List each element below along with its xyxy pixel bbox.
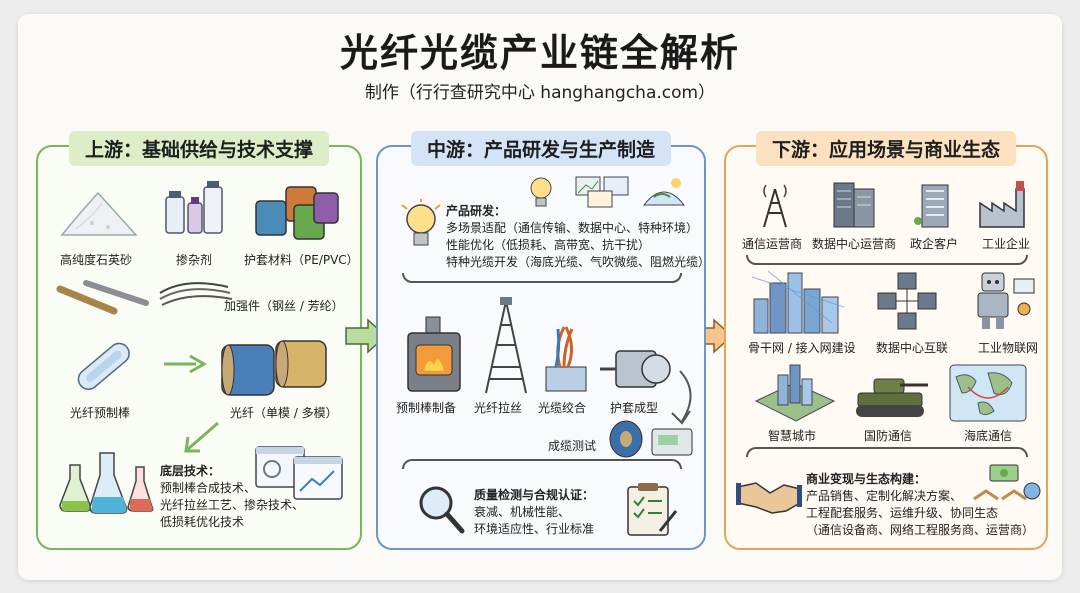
customers-bracket (746, 255, 1028, 265)
business-head: 商业变现与生态构建： (806, 472, 927, 486)
smart-city-icon (754, 364, 836, 422)
fiber-label: 光纤（单模 / 多模） (230, 406, 338, 420)
clipboard-check-icon (627, 483, 678, 536)
upstream-panel: 上游：基础供给与技术支撑 高纯度石英砂 掺杂剂 护套材料（PE/PVC） 加强件… (36, 131, 362, 550)
business-block: 商业变现与生态构建： 产品销售、定制化解决方案、 工程配套服务、运维升级、协同生… (806, 471, 1034, 539)
rd-line: 多场景适配（通信传输、数据中心、特种环境） (446, 221, 699, 235)
upstream-header: 上游：基础供给与技术支撑 (68, 131, 330, 166)
preform-rod-icon (77, 342, 130, 390)
page-title: 光纤光缆产业链全解析 (339, 31, 740, 75)
midstream-panel: 中游：产品研发与生产制造 产品研发： 多场景适配（通信传输、数据中心、特种环境）… (376, 131, 710, 550)
upstream-tech-line: 低损耗优化技术 (160, 515, 245, 529)
business-bracket (746, 447, 1028, 457)
customer-label: 政企客户 (910, 237, 959, 251)
quartz-sand-label: 高纯度石英砂 (60, 253, 133, 267)
upstream-tech-block: 底层技术： 预制棒合成技术、 光纤拉丝工艺、掺杂技术、 低损耗优化技术 (160, 463, 304, 531)
scenario-label: 工业物联网 (978, 341, 1039, 355)
customer-label: 通信运营商 (742, 237, 803, 251)
tank-icon (856, 378, 928, 417)
testing-equipment-icon (609, 420, 693, 458)
design-screens-icon (575, 176, 629, 208)
scenario-label: 数据中心互联 (876, 341, 949, 355)
qa-line: 衰减、机械性能、 (474, 505, 571, 519)
robot-iot-icon (977, 272, 1035, 329)
strength-label: 加强件（钢丝 / 芳纶） (224, 299, 344, 313)
dopant-bottles-icon (165, 181, 223, 234)
qa-head: 质量检测与合规认证： (474, 488, 595, 502)
sheath-label: 护套材料（PE/PVC） (244, 253, 359, 267)
tech-screens-icon (255, 446, 343, 500)
preform-label: 光纤预制棒 (70, 406, 131, 420)
customer-label: 数据中心运营商 (812, 237, 897, 251)
factory-icon (979, 181, 1025, 228)
rd-head: 产品研发： (446, 204, 507, 218)
idea-icon (530, 177, 552, 207)
scenario-label: 海底通信 (964, 429, 1013, 443)
globe-weather-icon (642, 178, 686, 206)
furnace-icon (407, 316, 461, 392)
lab-flasks-icon (59, 452, 154, 514)
money-network-icon (973, 464, 1041, 501)
rd-line: 性能优化（低损耗、高带宽、抗干扰） (446, 238, 651, 252)
office-building-icon (914, 184, 949, 228)
handshake-icon (736, 482, 802, 514)
testing-label: 成缆测试 (548, 439, 597, 453)
rd-block: 产品研发： 多场景适配（通信传输、数据中心、特种环境） 性能优化（低损耗、高带宽… (446, 203, 710, 271)
business-line: 工程配套服务、运维升级、协同生态 (806, 506, 999, 520)
rd-bracket (402, 273, 682, 283)
drawing-tower-icon (485, 297, 527, 394)
server-rack-icon (833, 182, 875, 228)
drawing-label: 光纤拉丝 (474, 401, 523, 415)
rd-line: 特种光缆开发（海底光缆、气吹微缆、阻燃光缆） (446, 255, 711, 269)
business-line: 产品销售、定制化解决方案、 (806, 489, 963, 503)
strength-member-icon (56, 280, 233, 315)
scenario-label: 国防通信 (864, 429, 913, 443)
qa-bracket (402, 459, 682, 469)
sheathing-machine-icon (600, 350, 671, 388)
page-subtitle: 制作（行行查研究中心 hanghangcha.com） (364, 83, 716, 103)
cell-tower-icon (763, 184, 787, 228)
city-network-icon (751, 270, 845, 334)
qa-block: 质量检测与合规认证： 衰减、机械性能、 环境适应性、行业标准 (474, 487, 594, 538)
upstream-tech-head: 底层技术： (160, 464, 221, 478)
midstream-header: 中游：产品研发与生产制造 (410, 131, 672, 166)
dopant-label: 掺杂剂 (176, 253, 213, 267)
scenario-label: 智慧城市 (768, 429, 817, 443)
downstream-panel: 下游：应用场景与商业生态 通信运营商 数据中心运营商 政企客户 工业企业 骨干网… (724, 131, 1048, 550)
qa-line: 环境适应性、行业标准 (474, 522, 595, 536)
customer-label: 工业企业 (982, 237, 1031, 251)
sheathing-label: 护套成型 (610, 401, 659, 415)
dc-interconnect-icon (877, 272, 937, 330)
fiber-spools-icon (221, 340, 327, 396)
arrow-right-icon (164, 354, 208, 374)
upstream-tech-line: 光纤拉丝工艺、掺杂技术、 (160, 498, 305, 512)
curved-arrow-icon (671, 370, 692, 425)
preform-prep-label: 预制棒制备 (396, 401, 457, 415)
downstream-header: 下游：应用场景与商业生态 (755, 131, 1017, 166)
world-map-icon (949, 364, 1027, 422)
upstream-tech-line: 预制棒合成技术、 (160, 481, 257, 495)
business-line: （通信设备商、网络工程服务商、运营商） (806, 523, 1035, 537)
stranding-icon (545, 326, 587, 392)
arrow-down-left-icon (184, 421, 219, 453)
stranding-label: 光缆绞合 (538, 401, 587, 415)
magnifier-icon (419, 486, 465, 534)
lightbulb-icon (401, 199, 441, 246)
sheath-spools-icon (255, 186, 339, 240)
quartz-sand-icon (60, 191, 138, 236)
scenario-label: 骨干网 / 接入网建设 (748, 341, 856, 355)
